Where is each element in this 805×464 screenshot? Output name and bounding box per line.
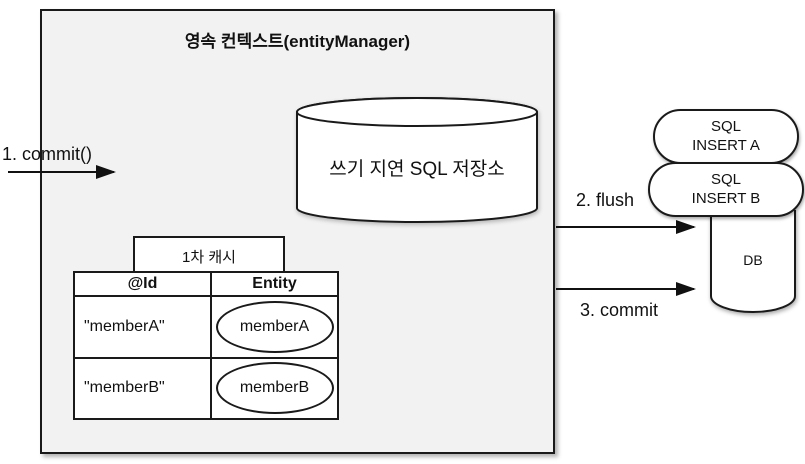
id-cell-member-a: "memberA": [75, 297, 212, 357]
db-cylinder: DB: [709, 210, 797, 318]
id-cell-member-b: "memberB": [75, 358, 212, 418]
entity-cell-member-a: memberA: [212, 297, 337, 357]
first-level-cache-tab: 1차 캐시: [133, 236, 285, 276]
db-label: DB: [743, 252, 763, 268]
cache-table: @Id Entity "memberA" memberA "memberB" m…: [73, 271, 339, 420]
persistence-context-title: 영속 컨텍스트(entityManager): [184, 32, 411, 51]
cylinder-shape: [296, 97, 538, 223]
sql-insert-a-line2: INSERT A: [692, 136, 760, 154]
sql-insert-b-line2: INSERT B: [691, 189, 761, 207]
flush-label: 2. flush: [576, 190, 635, 210]
commit1-label: 1. commit(): [2, 144, 92, 164]
sql-insert-b-line1: SQL: [710, 170, 741, 188]
entity-ellipse-member-b: memberB: [215, 362, 334, 415]
commit3-label: 3. commit: [580, 300, 659, 320]
col-header-entity: Entity: [252, 275, 297, 292]
sql-insert-b-capsule: SQL INSERT B: [648, 162, 804, 217]
cache-table-row-a: "memberA" memberA: [75, 295, 337, 357]
entity-cell-member-b: memberB: [212, 359, 337, 419]
cache-table-header-row: @Id Entity: [75, 273, 337, 295]
entity-ellipse-member-a: memberA: [215, 300, 334, 353]
entity-label-member-a: memberA: [239, 317, 310, 335]
sql-store-cylinder: 쓰기 지연 SQL 저장소: [295, 96, 539, 228]
sql-insert-a-capsule: SQL INSERT A: [653, 109, 799, 164]
sql-insert-a-line1: SQL: [710, 117, 741, 135]
first-level-cache-label: 1차 캐시: [182, 248, 236, 266]
entity-label-member-b: memberB: [239, 379, 310, 397]
sql-store-label: 쓰기 지연 SQL 저장소: [329, 159, 505, 180]
db-cylinder-shape: [710, 210, 796, 313]
cache-table-row-b: "memberB" memberB: [75, 356, 337, 419]
col-header-id: @Id: [75, 273, 212, 295]
